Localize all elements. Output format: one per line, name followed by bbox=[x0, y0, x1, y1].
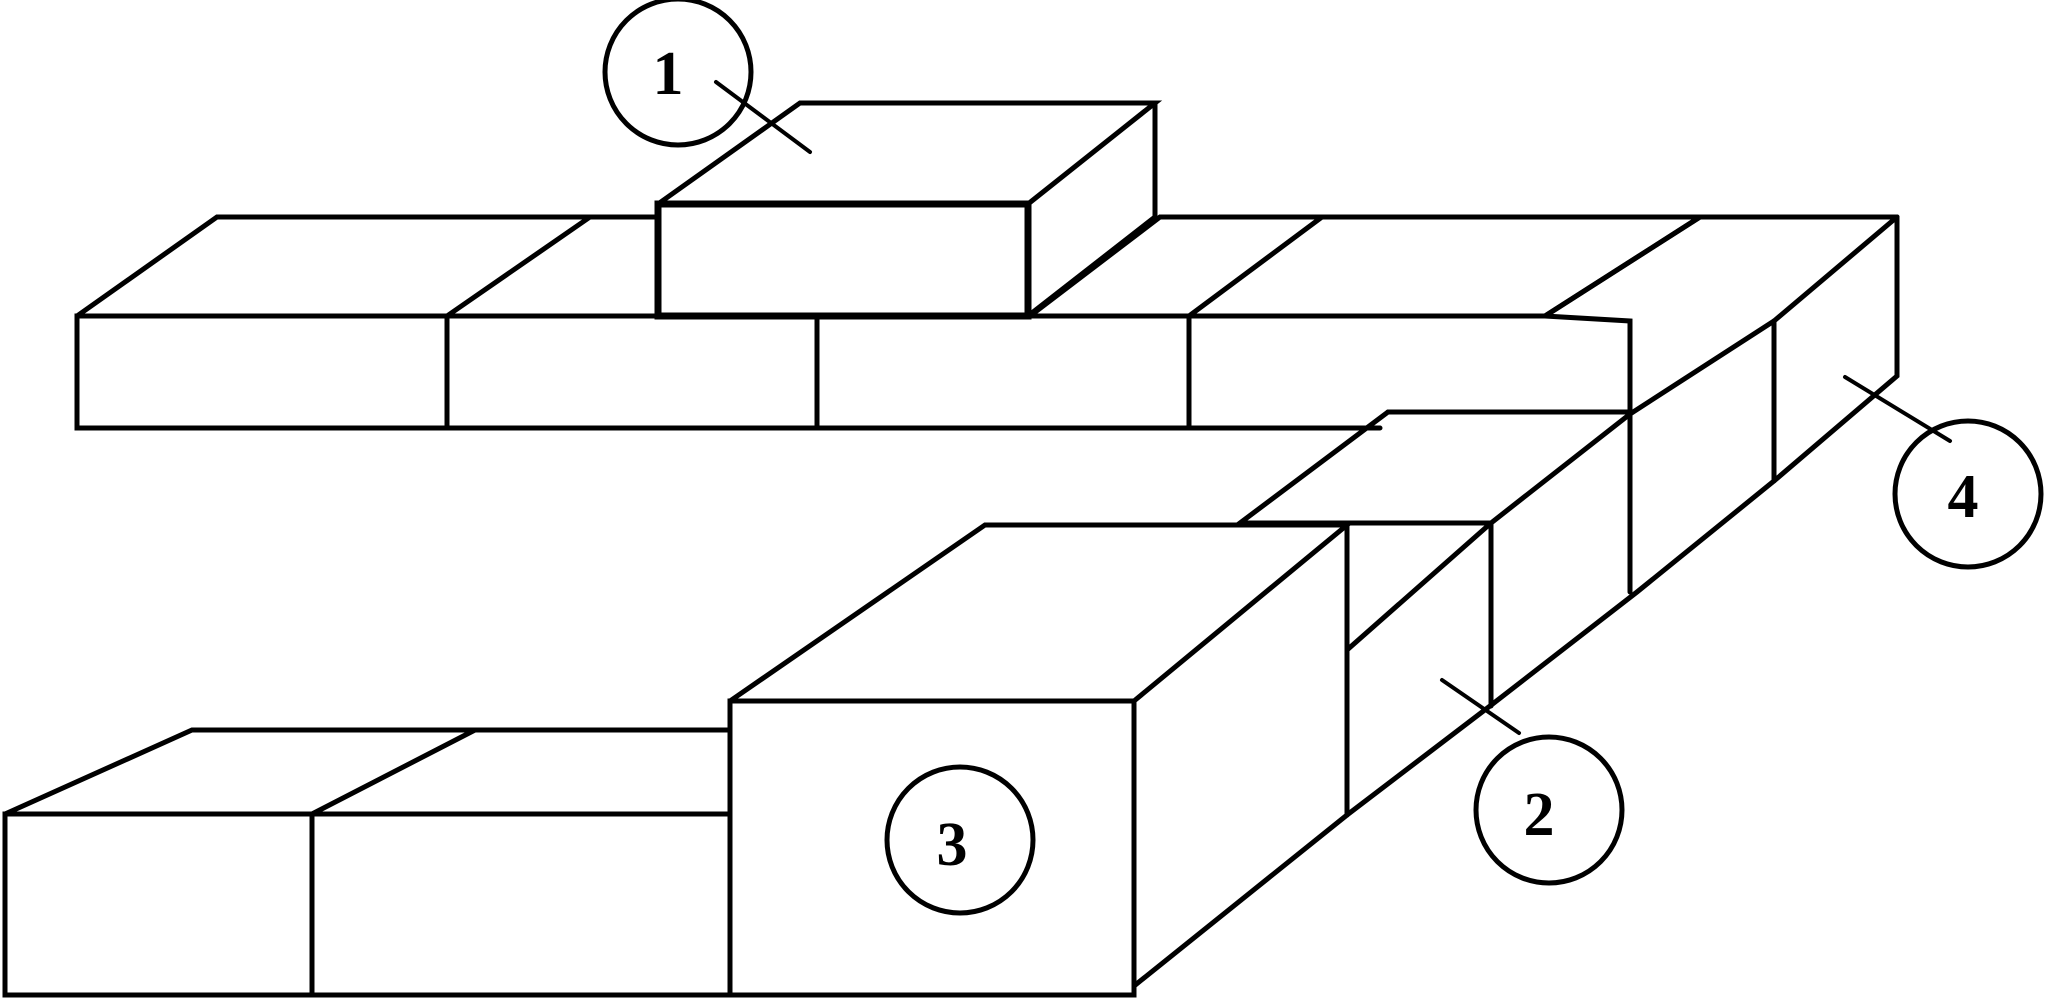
callout-4: 4 bbox=[1843, 375, 2044, 570]
back-block-3-front bbox=[814, 313, 1192, 431]
callout-2: 2 bbox=[1440, 678, 1625, 886]
callout-2-label: 2 bbox=[1524, 781, 1555, 849]
callout-2-ring bbox=[1473, 734, 1625, 886]
callout-1-label: 1 bbox=[653, 40, 684, 108]
right-column-top-edge bbox=[1344, 214, 1900, 653]
right-column bbox=[1131, 214, 1900, 989]
front-row bbox=[2, 727, 733, 998]
front-row-top bbox=[2, 727, 733, 817]
back-row bbox=[74, 214, 1900, 431]
right-column-outer-edge bbox=[1131, 214, 1900, 989]
large-cube bbox=[727, 522, 1354, 998]
back-block-2-front bbox=[444, 313, 820, 431]
front-block-2-front bbox=[309, 811, 733, 998]
large-cube-top bbox=[727, 522, 1354, 818]
callout-3: 3 bbox=[884, 764, 1036, 916]
callout-4-leader bbox=[1843, 375, 1952, 443]
right-column-segment-3 bbox=[1232, 409, 1494, 709]
callout-4-ring bbox=[1892, 418, 2044, 570]
callout-4-label: 4 bbox=[1948, 463, 1979, 531]
back-block-1-front bbox=[74, 313, 450, 431]
callout-3-ring bbox=[884, 764, 1036, 916]
large-cube-front bbox=[727, 698, 1137, 998]
callout-1-leader bbox=[714, 80, 812, 154]
back-block-4-front bbox=[1186, 313, 1383, 431]
callout-1-ring bbox=[602, 0, 754, 148]
front-block-1-front bbox=[2, 811, 315, 998]
raised-block-top bbox=[655, 100, 1163, 319]
callout-2-leader bbox=[1440, 678, 1521, 735]
right-column-segment-1 bbox=[1542, 214, 1777, 484]
raised-block bbox=[654, 100, 1163, 320]
back-row-top-right bbox=[1542, 214, 1900, 319]
callout-1: 1 bbox=[602, 0, 812, 154]
right-column-segment-2 bbox=[1385, 313, 1633, 595]
back-row-top bbox=[74, 214, 1703, 319]
raised-block-front bbox=[654, 200, 1032, 320]
callout-3-label: 3 bbox=[937, 811, 968, 879]
